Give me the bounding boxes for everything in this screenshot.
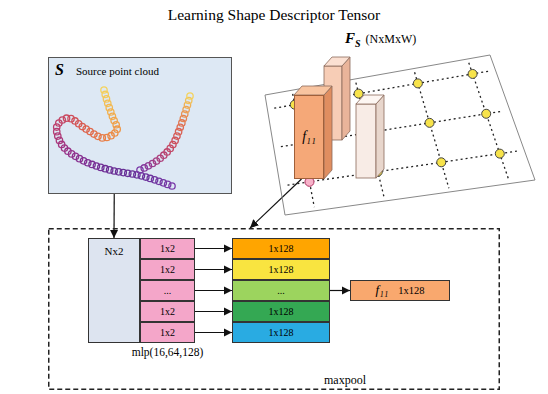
- cloud-point: [103, 96, 109, 102]
- box-label: 1x2: [160, 306, 175, 317]
- cloud-point: [187, 93, 193, 99]
- grid-line: [356, 83, 384, 198]
- point-row: 1x2: [140, 322, 195, 343]
- tensor-symbol: F: [345, 30, 355, 47]
- pool-label: maxpool: [324, 374, 366, 387]
- box-label: 1x2: [160, 264, 175, 275]
- grid-point: [482, 109, 491, 118]
- bar-side: [324, 86, 332, 179]
- point-row: 1x2: [140, 259, 195, 280]
- heading-group: S Source point cloud: [55, 61, 159, 79]
- feature-row: ...: [232, 280, 330, 301]
- flow-arrow: [195, 248, 232, 249]
- panel-symbol: S: [55, 61, 64, 79]
- bar-side: [342, 57, 350, 140]
- grid-point: [468, 69, 477, 78]
- flow-arrow: [195, 290, 232, 291]
- box-label: ...: [277, 285, 285, 296]
- flow-arrow: [113, 194, 114, 238]
- grid-point: [425, 118, 434, 127]
- source-panel: S Source point cloud: [48, 57, 232, 194]
- point-row: 1x2: [140, 301, 195, 322]
- heading-group: FS (NxMxW): [345, 30, 416, 47]
- feature-bar: f₁₁: [294, 95, 324, 179]
- cloud-point: [102, 91, 108, 97]
- descriptor-box: f₁₁ 1x128: [350, 280, 450, 301]
- tensor-plane: FS(NxMxW)f₁₁: [262, 50, 542, 218]
- dashed-outline: [49, 229, 500, 390]
- box-label: 1x128: [269, 243, 294, 254]
- tensor-subscript: S: [355, 38, 361, 49]
- plane-outline: [265, 55, 535, 215]
- flow-arrow: [250, 179, 301, 228]
- box-label: Nx2: [105, 245, 124, 257]
- box-label: 1x2: [160, 243, 175, 254]
- cloud-point: [54, 128, 60, 134]
- cloud-point: [98, 164, 104, 170]
- cloud-point: [102, 165, 108, 171]
- cloud-point: [113, 122, 119, 128]
- bar-front: [356, 104, 376, 178]
- input-box: Nx2: [88, 238, 140, 343]
- bar-top: [294, 86, 332, 95]
- grid-point: [495, 149, 504, 158]
- cloud-point: [101, 87, 107, 93]
- flow-arrow: [330, 290, 350, 291]
- bar-top: [324, 57, 350, 66]
- grid-line: [415, 72, 449, 188]
- grid-line: [469, 63, 509, 180]
- tensor-dimensions: (NxMxW): [366, 33, 417, 46]
- grid-point: [413, 79, 422, 88]
- box-label: 1x128: [269, 264, 294, 275]
- mlp-block: mlp(16,64,128) maxpool Nx2 1x2 1x2... 1x2 1x2 1…: [48, 228, 500, 390]
- box-label: 1x128: [269, 327, 294, 338]
- layer-label: mlp(16,64,128): [132, 346, 204, 359]
- box-label: 1x128: [398, 285, 424, 297]
- box-label: 1x2: [160, 327, 175, 338]
- bar-side: [376, 95, 384, 178]
- bar-label: f₁₁: [302, 129, 316, 144]
- grid-point: [437, 158, 446, 167]
- feature-row: 1x128: [232, 322, 330, 343]
- point-row: ...: [140, 280, 195, 301]
- box-label: 1x128: [269, 306, 294, 317]
- point-cloud: [48, 57, 232, 194]
- feature-row: 1x128: [232, 238, 330, 259]
- bar-top: [356, 95, 384, 104]
- flow-arrow: [195, 269, 232, 270]
- flow-arrow: [195, 332, 232, 333]
- feature-row: 1x128: [232, 301, 330, 322]
- cloud-point: [106, 167, 112, 173]
- point-row: 1x2: [140, 238, 195, 259]
- descriptor-symbol: f₁₁: [376, 283, 389, 297]
- diagram-title: Learning Shape Descriptor Tensor: [0, 6, 548, 23]
- flow-arrow: [195, 311, 232, 312]
- cloud-guide: [140, 96, 190, 170]
- panel-title: Source point cloud: [76, 65, 159, 77]
- cloud-guide: [57, 90, 172, 186]
- feature-row: 1x128: [232, 259, 330, 280]
- connector-group: [114, 179, 350, 333]
- grid-point: [354, 89, 363, 98]
- cloud-point: [169, 183, 175, 189]
- box-label: ...: [164, 285, 172, 296]
